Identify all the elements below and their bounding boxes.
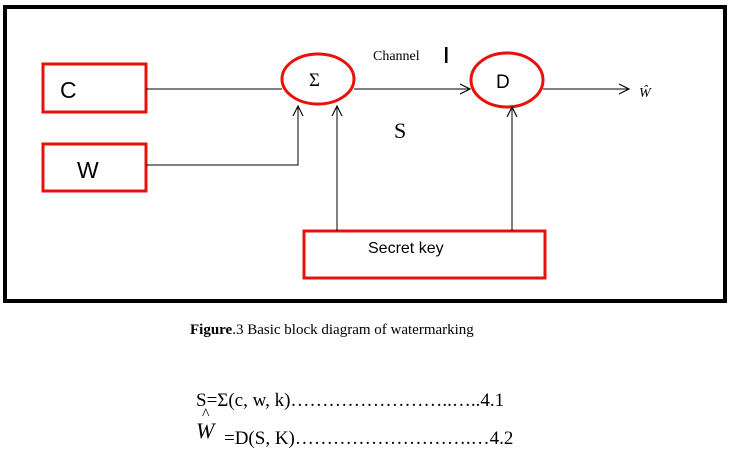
detector-label: D bbox=[496, 72, 510, 93]
secret-key-label: Secret key bbox=[368, 240, 444, 257]
embedder-node: Σ bbox=[280, 52, 356, 106]
equation-4-1: S=Σ(c, w, k)……………………..…..4.1 bbox=[196, 390, 504, 412]
equation-lhs: S=Σ(c, w, k) bbox=[196, 390, 291, 411]
block-diagram: C W Σ D Secret key Channel S Ŵ bbox=[3, 5, 727, 303]
watermark-to-embedder-line bbox=[146, 106, 298, 166]
watermark-label: W bbox=[77, 157, 99, 183]
diagram-frame bbox=[3, 5, 727, 303]
figure-caption-text: .3 Basic block diagram of watermarking bbox=[232, 322, 474, 338]
w-symbol: W bbox=[196, 418, 215, 443]
equation-4-2: =D(S, K)……………………….…4.2 bbox=[196, 428, 513, 450]
figure-caption-prefix: Figure bbox=[190, 322, 233, 338]
secret-key-block: Secret key bbox=[302, 229, 547, 280]
cover-label: C bbox=[60, 77, 77, 103]
equation-rhs: =D(S, K) bbox=[224, 428, 295, 449]
equation-dots: ……………………….… bbox=[294, 428, 490, 449]
signal-label: S bbox=[394, 118, 406, 143]
equation-number: 4.2 bbox=[489, 428, 514, 449]
detector-node: D bbox=[469, 51, 545, 109]
equation-dots: ……………………..….. bbox=[290, 390, 481, 411]
hat-accent: ^ bbox=[202, 406, 210, 423]
equation-number: 4.1 bbox=[480, 390, 505, 411]
channel-label: Channel bbox=[373, 49, 420, 64]
embedder-label: Σ bbox=[309, 70, 320, 91]
w-hat-symbol: ^W bbox=[196, 406, 215, 444]
watermark-block: W bbox=[41, 142, 148, 193]
cover-block: C bbox=[41, 62, 148, 114]
figure-caption: Figure.3 Basic block diagram of watermar… bbox=[190, 322, 474, 339]
output-label: Ŵ bbox=[639, 84, 652, 101]
text-cursor bbox=[445, 47, 448, 63]
